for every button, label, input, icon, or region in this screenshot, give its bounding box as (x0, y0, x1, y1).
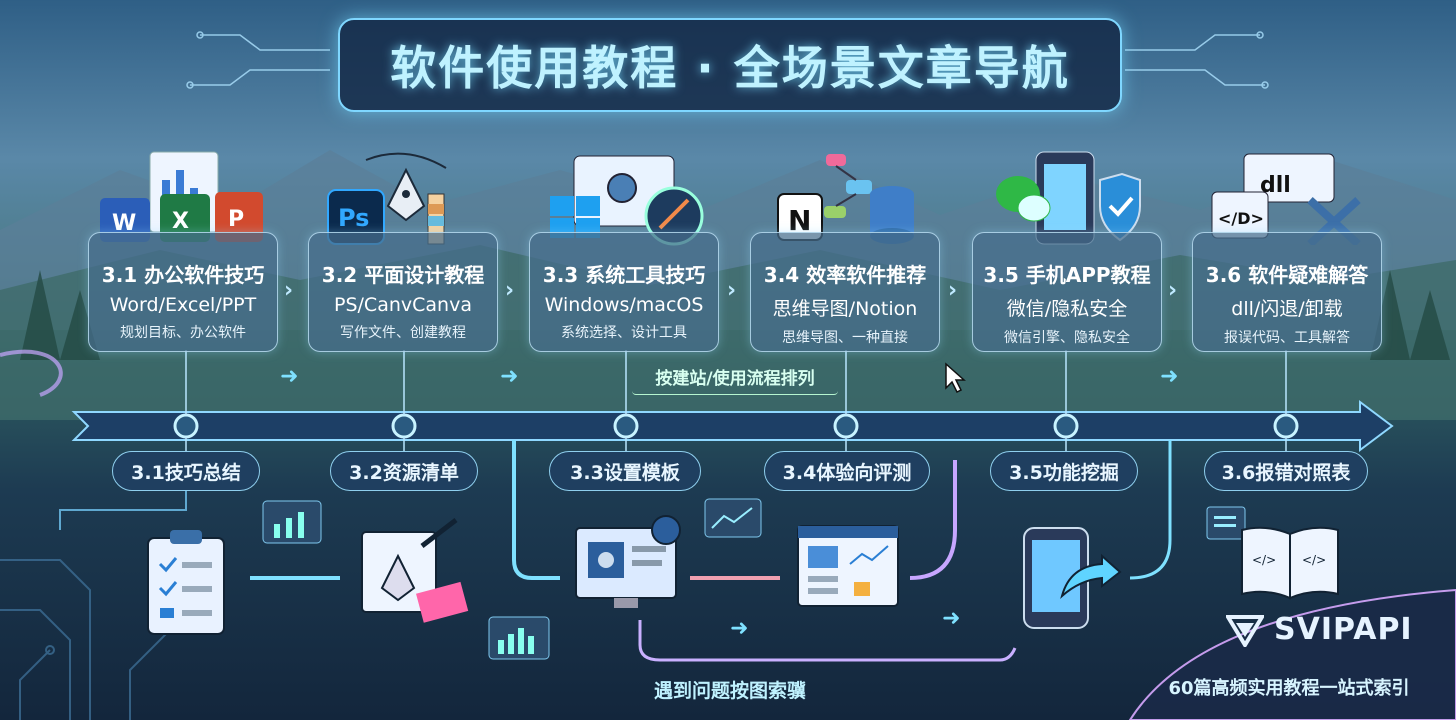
title-banner: 软件使用教程 · 全场景文章导航 (338, 18, 1122, 112)
chevron-right-icon: › (284, 278, 294, 303)
pill-features[interactable]: 3.5功能挖掘 (990, 451, 1138, 491)
arrow-right-icon: ➜ (730, 616, 749, 641)
timeline-label: 按建站/使用流程排列 (632, 364, 838, 395)
line-chart-icon (704, 498, 762, 538)
brand-logo: SVIPAPI (1226, 612, 1413, 647)
svg-text:</>: </> (1252, 553, 1276, 567)
pill-summary[interactable]: 3.1技巧总结 (112, 451, 260, 491)
bar-chart-icon (488, 616, 550, 660)
ppt-icon: P (228, 207, 244, 232)
brand-mark-icon (1226, 614, 1264, 647)
word-icon: W (112, 211, 136, 236)
card-subtitle: dll/闪退/卸载 (1231, 298, 1343, 320)
chevron-right-icon: › (948, 278, 958, 303)
arrow-right-icon: ➜ (1160, 364, 1179, 389)
excel-icon: X (172, 209, 189, 234)
code-icon: </D> (1218, 209, 1264, 228)
card-desc: 写作文件、创建教程 (340, 325, 466, 341)
card-desc: 系统选择、设计工具 (561, 325, 687, 341)
card-desc: 微信引擎、隐私安全 (1004, 330, 1130, 346)
card-efficiency[interactable]: 3.4 效率软件推荐 思维导图/Notion 思维导图、一种直接 (750, 232, 940, 352)
timeline-nodes (173, 413, 1299, 439)
monitor-settings-icon (575, 515, 681, 608)
chevron-right-icon: › (1168, 278, 1178, 303)
card-design[interactable]: 3.2 平面设计教程 PS/CanvCanva 写作文件、创建教程 (308, 232, 498, 352)
card-title: 3.1 办公软件技巧 (101, 263, 265, 287)
card-subtitle: Word/Excel/PPT (109, 294, 257, 316)
svg-text:</>: </> (1302, 553, 1326, 567)
pill-review[interactable]: 3.4体验向评测 (764, 451, 930, 491)
card-title: 3.4 效率软件推荐 (763, 263, 927, 287)
card-title: 3.2 平面设计教程 (321, 263, 485, 287)
clipboard-checklist-icon (147, 530, 225, 635)
card-title: 3.6 软件疑难解答 (1205, 263, 1369, 287)
card-desc: 规划目标、办公软件 (120, 325, 246, 341)
card-title: 3.3 系统工具技巧 (542, 263, 706, 287)
design-icon: Ps (327, 152, 447, 245)
card-subtitle: 微信/隐私安全 (1006, 298, 1128, 320)
card-subtitle: Windows/macOS (544, 294, 704, 316)
notion-icon: N (788, 204, 811, 237)
card-mobile[interactable]: 3.5 手机APP教程 微信/隐私安全 微信引擎、隐私安全 (972, 232, 1162, 352)
arrow-right-icon: ➜ (500, 364, 519, 389)
card-subtitle: PS/CanvCanva (334, 294, 472, 316)
dashboard-icon (797, 525, 899, 607)
card-desc: 报误代码、工具解答 (1224, 330, 1350, 346)
phone-share-icon (1023, 527, 1122, 629)
pill-resources[interactable]: 3.2资源清单 (330, 451, 478, 491)
pen-tool-icon (361, 518, 469, 623)
code-book-icon: </> </> (1241, 526, 1339, 600)
chevron-right-icon: › (727, 278, 737, 303)
mobile-app-icon (996, 151, 1141, 245)
card-subtitle: 思维导图/Notion (772, 298, 918, 320)
bottom-label: 遇到问题按图索骥 (653, 680, 806, 702)
card-troubleshoot[interactable]: 3.6 软件疑难解答 dll/闪退/卸载 报误代码、工具解答 (1192, 232, 1382, 352)
chevron-right-icon: › (505, 278, 515, 303)
pill-templates[interactable]: 3.3设置模板 (549, 451, 701, 491)
bar-chart-icon (262, 500, 322, 544)
office-icon: W X P (100, 151, 263, 242)
page-title: 软件使用教程 · 全场景文章导航 (390, 41, 1070, 95)
pill-error-table[interactable]: 3.6报错对照表 (1204, 451, 1368, 491)
system-tools-icon (550, 155, 704, 246)
troubleshoot-icon: dll </D> (1211, 153, 1361, 245)
efficiency-icon: N (777, 154, 914, 244)
document-list-icon (1206, 506, 1246, 540)
card-office[interactable]: 3.1 办公软件技巧 Word/Excel/PPT 规划目标、办公软件 (88, 232, 278, 352)
footer-tagline: 60篇高频实用教程一站式索引 (1168, 678, 1410, 699)
arrow-right-icon: ➜ (280, 364, 299, 389)
card-desc: 思维导图、一种直接 (782, 330, 908, 346)
photoshop-icon: Ps (338, 204, 369, 232)
brand-name: SVIPAPI (1274, 612, 1413, 647)
arrow-right-icon: ➜ (942, 606, 961, 631)
card-title: 3.5 手机APP教程 (983, 263, 1151, 287)
card-system[interactable]: 3.3 系统工具技巧 Windows/macOS 系统选择、设计工具 (529, 232, 719, 352)
mouse-cursor-icon (945, 362, 966, 394)
